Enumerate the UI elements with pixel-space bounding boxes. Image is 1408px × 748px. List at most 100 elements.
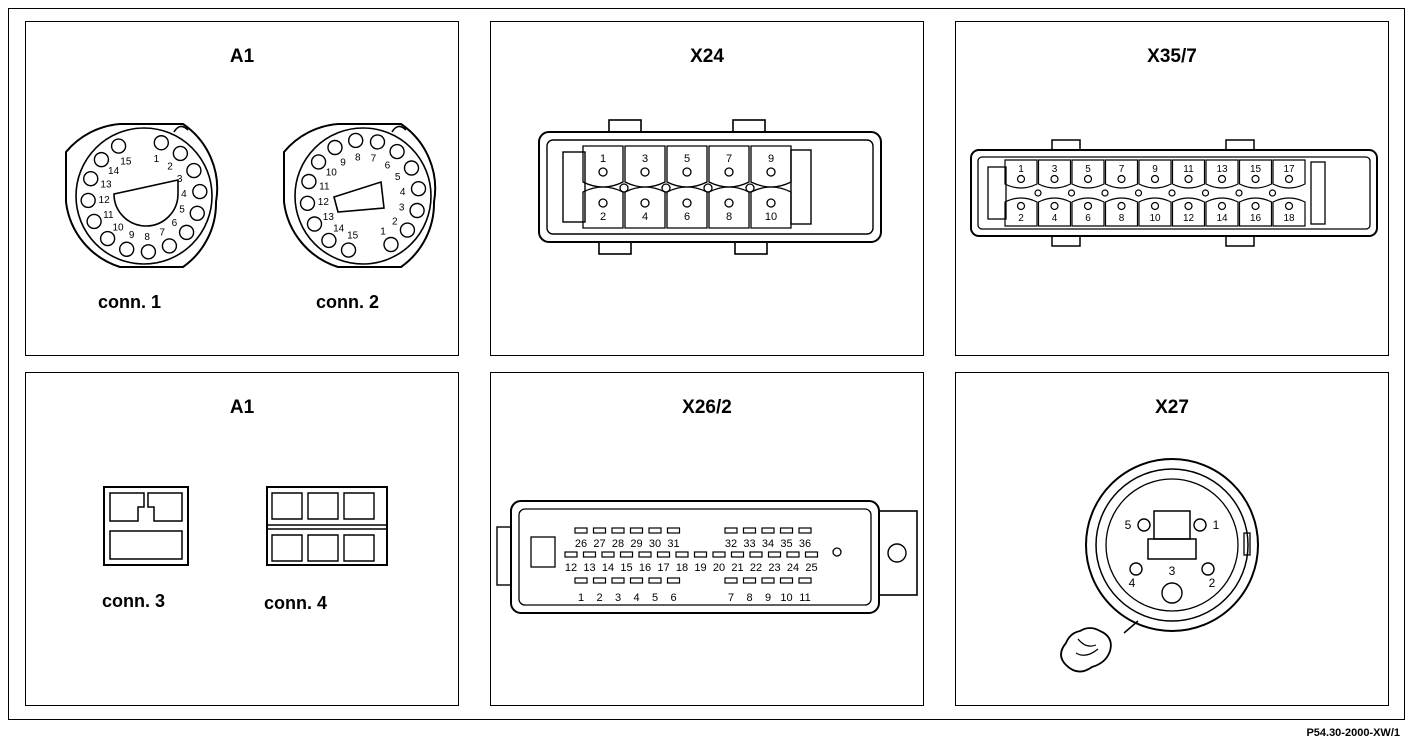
pin-label: 15: [120, 156, 132, 167]
pin-slot: [666, 527, 681, 534]
cavity: [1205, 159, 1239, 189]
pin-slot: [761, 527, 775, 534]
pin-slot: [666, 577, 681, 584]
pin-label: 36: [799, 538, 811, 550]
coding-hole: [619, 183, 629, 193]
pin-hole: [1137, 518, 1151, 532]
pin-slot: [712, 551, 726, 558]
pin-hole: [640, 198, 650, 208]
pin-hole: [724, 198, 734, 208]
pin-hole: [1251, 174, 1260, 184]
pin-label: 12: [1183, 213, 1195, 224]
pin-label: 15: [1250, 164, 1262, 175]
coding-hole: [1201, 189, 1210, 197]
coding-hole: [661, 183, 671, 193]
pin-label: 3: [399, 202, 405, 213]
pin-label: 33: [743, 538, 755, 550]
pin-slot: [767, 551, 782, 558]
pin-label: 30: [649, 538, 661, 550]
pin-label: 9: [340, 157, 346, 168]
pin-label: 3: [1052, 164, 1058, 175]
cavity: [1138, 159, 1172, 189]
pin-slot: [779, 577, 794, 584]
pin-hole: [299, 195, 316, 212]
pin-label: 8: [726, 211, 732, 223]
conn4-label: conn. 4: [264, 593, 328, 613]
pin-slot: [786, 551, 800, 558]
pin-slot: [601, 551, 615, 558]
pin-hole: [598, 167, 608, 177]
outer-frame: [8, 8, 1405, 720]
pin-label: 18: [676, 562, 688, 574]
cavity: [1004, 197, 1038, 227]
pin-label: 34: [762, 538, 774, 550]
pin-label: 6: [670, 592, 676, 604]
pin-label: 21: [731, 562, 743, 574]
pin-label: 3: [1169, 564, 1176, 578]
pin-label: 12: [565, 562, 577, 574]
flat-connector-diagrams: [103, 486, 388, 566]
pin-label: 7: [1119, 164, 1125, 175]
pin-label: 9: [768, 153, 774, 165]
pin-label: 10: [765, 211, 777, 223]
pin-label: 3: [177, 174, 183, 185]
pin-label: 8: [1119, 213, 1125, 224]
pin-hole: [389, 143, 405, 160]
pin-slot: [648, 527, 662, 534]
panel-title: X26/2: [682, 397, 732, 418]
pin-label: 13: [323, 212, 335, 223]
cavity: [750, 186, 792, 229]
pin-hole: [1050, 201, 1059, 211]
pin-slot: [724, 527, 738, 534]
pin-label: 4: [642, 211, 648, 223]
pin-hole: [186, 162, 202, 179]
cavity: [1037, 197, 1072, 227]
pin-hole: [409, 202, 425, 219]
pin-hole: [399, 222, 416, 238]
pin-slot: [675, 551, 689, 558]
pin-hole: [310, 154, 327, 170]
pin-hole: [403, 160, 420, 176]
coding-hole: [703, 183, 713, 193]
pin-label: 13: [1216, 164, 1228, 175]
pin-slot: [742, 527, 757, 534]
pin-slot: [611, 527, 625, 534]
pin-slot: [656, 551, 671, 558]
pin-slot: [648, 577, 662, 584]
pin-hole: [640, 167, 650, 177]
pin-label: 5: [179, 204, 185, 215]
pin-label: 2: [600, 211, 606, 223]
pin-label: 17: [1283, 164, 1295, 175]
cavity: [1071, 159, 1105, 189]
pin-label: 11: [1183, 164, 1194, 175]
conn3-label: conn. 3: [102, 591, 166, 611]
pin-label: 3: [615, 592, 621, 604]
pin-hole: [1129, 562, 1143, 576]
pin-label: 4: [400, 187, 406, 198]
pin-hole: [93, 151, 110, 168]
pin-hole: [1016, 201, 1026, 211]
pin-label: 32: [725, 538, 737, 550]
pin-hole: [1117, 201, 1126, 211]
pin-label: 5: [684, 153, 690, 165]
pin-label: 1: [1213, 518, 1220, 532]
pin-hole: [140, 244, 157, 260]
cavity: [1104, 159, 1139, 189]
conn2-shell: [283, 123, 437, 268]
pin-label: 26: [575, 538, 587, 550]
pin-label: 4: [1052, 213, 1058, 224]
coding-hole: [1268, 189, 1277, 197]
panel-a1-connectors-3-4: A1 conn. 3 conn. 4: [25, 372, 459, 706]
pin-hole: [598, 198, 608, 208]
pin-slot: [638, 551, 652, 558]
pin-hole: [1217, 201, 1227, 211]
pin-label: 5: [1085, 164, 1091, 175]
pin-label: 6: [684, 211, 690, 223]
